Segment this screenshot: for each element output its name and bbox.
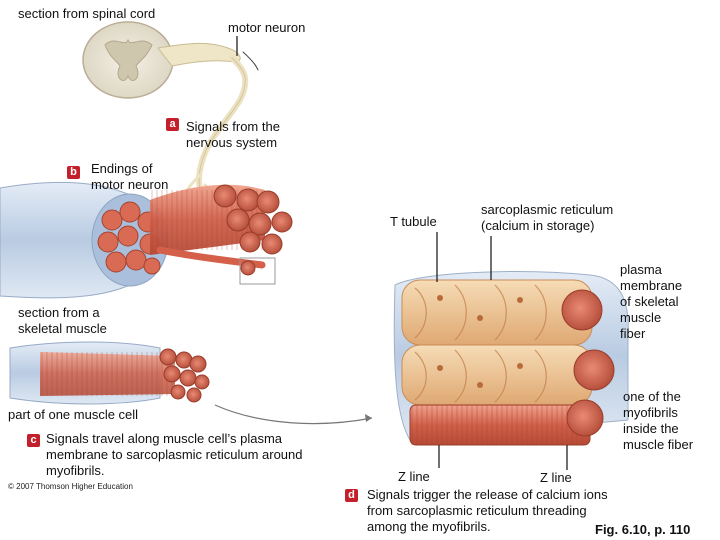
pointer-arrow: [214, 404, 373, 425]
step-a-text: Signals from the nervous system: [186, 119, 280, 150]
step-c-text: Signals travel along muscle cell’s plasm…: [46, 431, 303, 478]
z-line-label-right: Z line: [540, 470, 572, 485]
skeletal-muscle-section: [0, 181, 293, 299]
spinal-cord-label: section from spinal cord: [18, 6, 156, 21]
sarcoplasmic-reticulum-band: [401, 279, 593, 406]
figure-reference: Fig. 6.10, p. 110: [595, 522, 691, 537]
copyright-text: © 2007 Thomson Higher Education: [8, 482, 133, 491]
step-d-badge: d: [345, 489, 358, 502]
step-a-badge: a: [166, 118, 179, 131]
leader-lines: [236, 36, 568, 470]
sarcoplasmic-reticulum-label: sarcoplasmic reticulum (calcium in stora…: [481, 202, 614, 233]
muscle-cell-label: part of one muscle cell: [8, 407, 139, 422]
step-d-text: Signals trigger the release of calcium i…: [367, 487, 608, 534]
myofibril-bundle: [409, 289, 615, 446]
step-b-badge: b: [67, 166, 80, 179]
t-tubule-label: T tubule: [390, 214, 437, 229]
z-line-label-left: Z line: [398, 469, 430, 484]
skeletal-muscle-label: section from a skeletal muscle: [18, 305, 107, 336]
muscle-fiber-detail: [393, 271, 629, 446]
muscle-cell-part: [9, 341, 210, 405]
spinal-cord-section: [82, 21, 241, 99]
plasma-membrane-label: plasma membrane of skeletal muscle fiber: [620, 262, 683, 341]
motor-neuron-label: motor neuron: [228, 20, 306, 35]
myofibril-label: one of the myofibrils inside the muscle …: [623, 389, 694, 452]
muscle-fiber-bundle: [150, 184, 293, 276]
step-b-text: Endings of motor neuron: [91, 161, 169, 192]
step-c-badge: c: [27, 434, 40, 447]
